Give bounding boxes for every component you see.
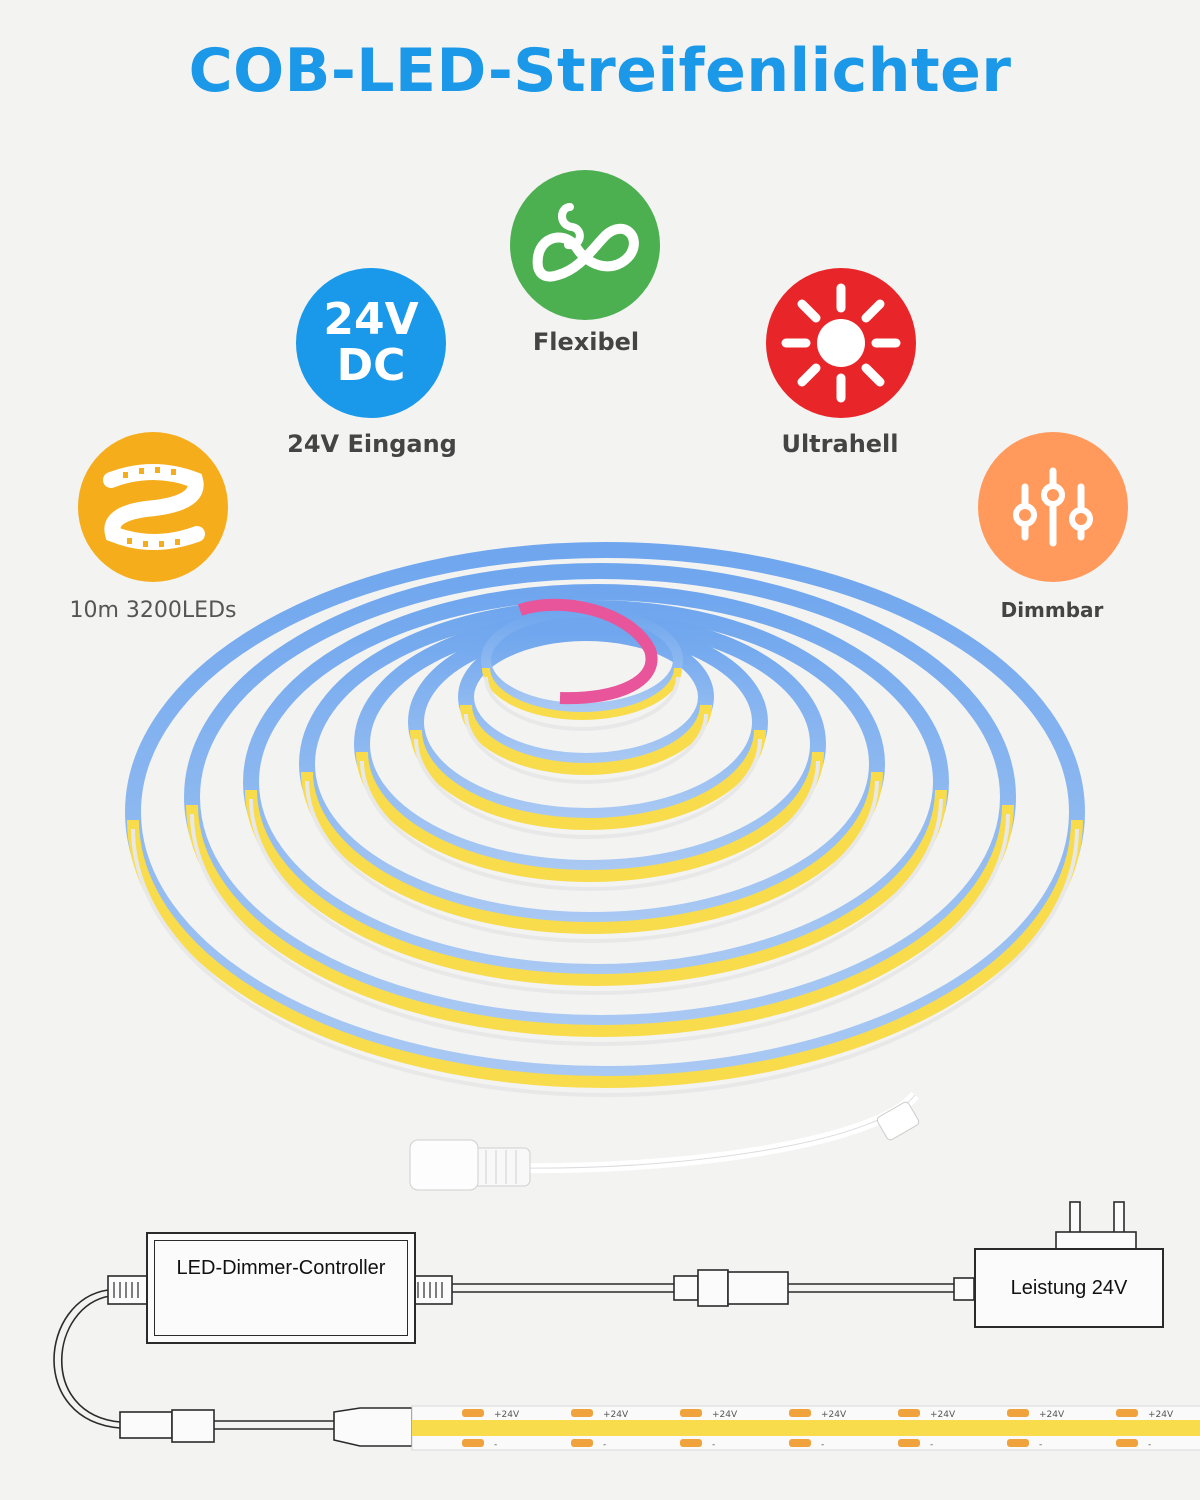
strip-minus-marking: - <box>712 1440 715 1450</box>
strip-ring-back <box>354 612 826 876</box>
strip-plus-marking: +24V <box>603 1410 629 1420</box>
strip-minus-marking: - <box>1148 1440 1151 1450</box>
strip-pad <box>1007 1409 1029 1417</box>
strip-ring-edge <box>464 713 708 784</box>
strip-ring-front <box>410 729 766 830</box>
strip-ring-edge <box>305 780 879 943</box>
strip-ring-back <box>458 625 714 769</box>
strip-pad <box>789 1439 811 1447</box>
strip-ring-front <box>482 667 682 720</box>
led-strip-segment: +24V - +24V - +24V - +24V - +24V - +24V - +24V - <box>411 1405 1200 1451</box>
strip-ring-back <box>243 584 949 980</box>
voltage-badge-line1: 24V <box>323 294 419 345</box>
power-label: Leistung 24V <box>1010 1276 1128 1299</box>
strip-pad <box>571 1409 593 1417</box>
feature-length-label: 10m 3200LEDs <box>69 598 237 623</box>
dc-connector <box>409 1091 920 1191</box>
strip-minus-marking: - <box>821 1440 824 1450</box>
strip-ring-edge <box>414 738 762 839</box>
page-title: COB-LED-Streifenlichter <box>188 36 1012 106</box>
feature-flexible-label: Flexibel <box>532 328 640 356</box>
strip-pad <box>898 1439 920 1447</box>
strip-plus-marking: +24V <box>930 1410 956 1420</box>
feature-bright-label: Ultrahell <box>781 430 899 458</box>
strip-pad <box>789 1409 811 1417</box>
strip-ring-front <box>301 771 883 934</box>
strip-pad <box>898 1409 920 1417</box>
sun-icon <box>766 268 916 418</box>
strip-plus-marking: +24V <box>1039 1410 1065 1420</box>
led-strip-coil <box>125 542 1085 1097</box>
strip-pad <box>680 1409 702 1417</box>
slider-icon <box>978 432 1128 582</box>
strip-pad <box>571 1439 593 1447</box>
strip-ring-back <box>125 542 1085 1082</box>
strip-ring-edge <box>249 798 943 995</box>
strip-ring-front <box>186 804 1014 1037</box>
controller-label: LED-Dimmer-Controller <box>176 1256 386 1279</box>
feature-dimmable-label: Dimmbar <box>1000 598 1104 622</box>
dimmer-controller-box: LED-Dimmer-Controller <box>146 1232 416 1344</box>
strip-plus-marking: +24V <box>1148 1410 1174 1420</box>
strip-pad <box>1116 1409 1138 1417</box>
strip-minus-marking: - <box>603 1440 606 1450</box>
wiring-lines <box>53 1283 958 1430</box>
strip-plus-marking: +24V <box>821 1410 847 1420</box>
strip-ring-front <box>356 751 824 882</box>
strip-ring-front <box>127 819 1083 1088</box>
feature-voltage-label: 24V Eingang <box>287 430 457 458</box>
strip-ring-edge <box>360 760 820 891</box>
strip-ring-edge <box>190 813 1010 1046</box>
strip-plus-marking: +24V <box>712 1410 738 1420</box>
strip-pad <box>1007 1439 1029 1447</box>
strip-ring-back <box>184 563 1016 1031</box>
strip-pad <box>462 1439 484 1447</box>
strip-pad <box>462 1409 484 1417</box>
infinity-bend-icon <box>510 170 660 320</box>
strip-minus-marking: - <box>494 1440 497 1450</box>
led-strip-icon <box>78 432 228 582</box>
strip-pad <box>1116 1439 1138 1447</box>
power-adapter-box: Leistung 24V <box>974 1248 1164 1328</box>
strip-ring-edge <box>484 676 680 731</box>
connector-ridges <box>113 1282 443 1298</box>
wire-connectors <box>107 1201 1137 1447</box>
strip-ring-edge <box>131 828 1079 1097</box>
strip-pad <box>680 1439 702 1447</box>
strip-plus-marking: +24V <box>494 1410 520 1420</box>
strip-ring-front <box>245 789 947 986</box>
strip-ring-front <box>460 704 712 775</box>
strip-inner-end <box>518 598 658 705</box>
strip-minus-marking: - <box>1039 1440 1042 1450</box>
controller-inner-frame <box>154 1240 408 1336</box>
voltage-badge-line2: DC <box>336 340 406 391</box>
strip-minus-marking: - <box>930 1440 933 1450</box>
voltage-badge: 24V DC <box>296 268 446 418</box>
